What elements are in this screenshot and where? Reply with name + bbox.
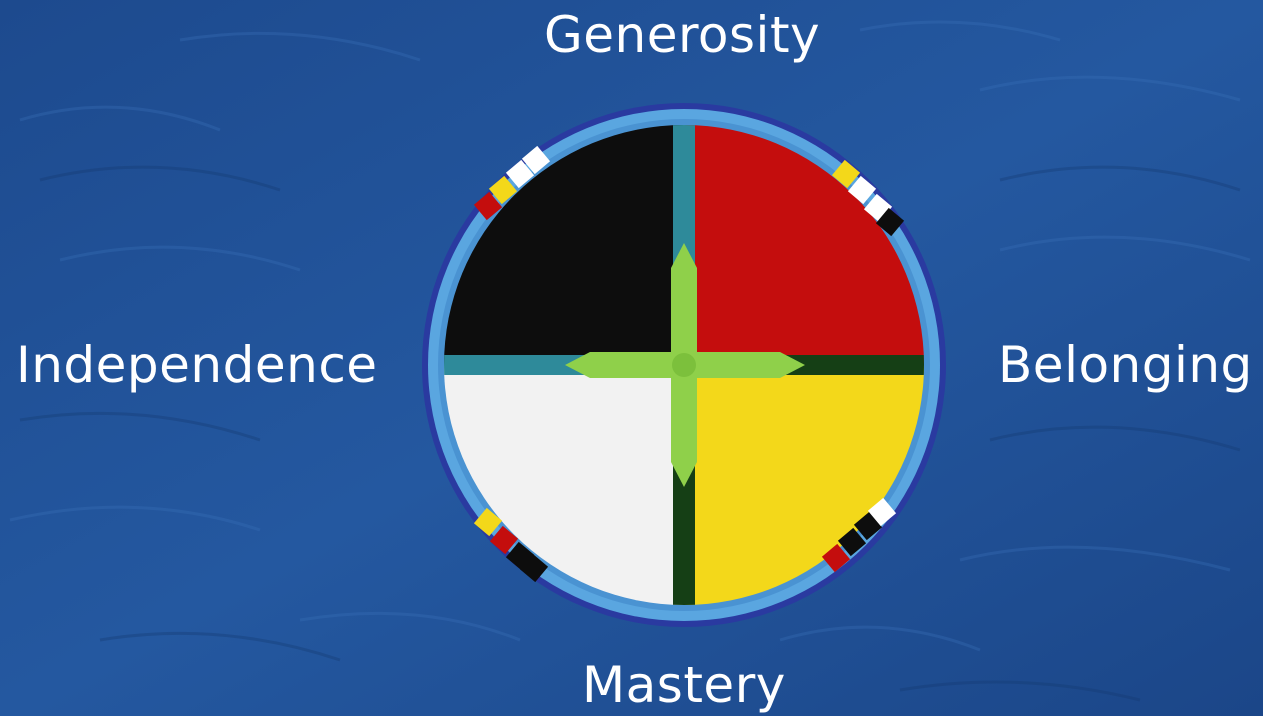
bead-band-bottom-left xyxy=(473,507,549,583)
label-generosity: Generosity xyxy=(544,6,821,64)
label-mastery: Mastery xyxy=(582,656,786,714)
label-belonging: Belonging xyxy=(998,336,1253,394)
label-independence: Independence xyxy=(16,336,378,394)
bead-band-top-right xyxy=(831,159,905,237)
bead-band-top-left xyxy=(473,145,551,221)
bead-band-bottom-right xyxy=(821,497,897,573)
